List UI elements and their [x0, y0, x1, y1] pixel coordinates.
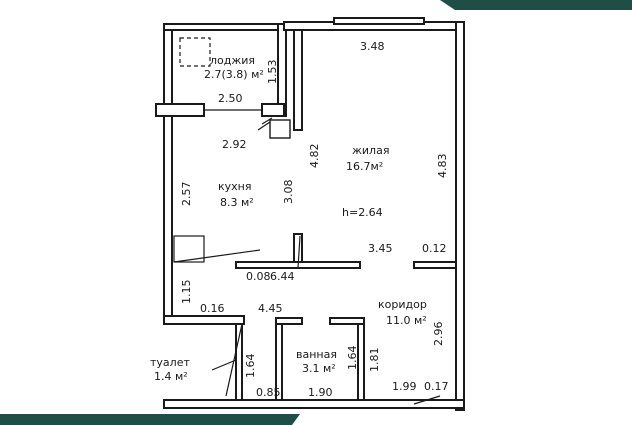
dim-toilet-depth: 1.64: [244, 354, 257, 379]
loggia-left-wall: [163, 23, 173, 117]
kitchen-counter: [173, 235, 261, 263]
living-window: [333, 17, 425, 25]
dim-kitchen-right: 3.08: [282, 180, 295, 205]
bottom-exterior-wall: [163, 399, 465, 409]
dim-toilet-offset: 0.16: [200, 302, 225, 315]
dim-entrance-width: 1.99: [392, 380, 417, 393]
dim-toilet-door: 0.85: [256, 386, 281, 399]
bath-top-wall-left: [275, 317, 303, 325]
kitchen-area: 8.3 м²: [220, 196, 254, 209]
bath-top-wall-right: [329, 317, 365, 325]
dim-loggia-depth: 1.53: [266, 60, 279, 85]
dim-kitchen-top: 2.92: [222, 138, 247, 151]
toilet-leader: [211, 359, 237, 371]
loggia-right-wall: [277, 23, 287, 117]
living-door-swing: [297, 235, 301, 269]
living-area: 16.7м²: [346, 160, 383, 173]
toilet-area: 1.4 м²: [154, 370, 188, 383]
dim-living-right: 4.83: [436, 154, 449, 179]
right-exterior-wall: [455, 21, 465, 411]
loggia-name: лоджия: [210, 54, 255, 67]
toilet-name: туалет: [150, 356, 190, 369]
loggia-fixture: [179, 37, 211, 67]
bathroom-name: ванная: [296, 348, 337, 361]
toilet-door-swing: [225, 323, 243, 397]
walls: [155, 17, 465, 411]
loggia-area: 2.7(3.8) м²: [204, 68, 264, 81]
dim-bath-depth: 1.64: [346, 346, 359, 371]
dim-loggia-width: 2.50: [218, 92, 243, 105]
corridor-area: 11.0 м²: [386, 314, 427, 327]
kitchen-name: кухня: [218, 180, 251, 193]
dim-wall-length: 6.44: [270, 270, 295, 283]
dim-entrance-offset: 0.17: [424, 380, 449, 393]
toilet-top-wall: [163, 315, 245, 325]
top-right-banner: [440, 0, 632, 10]
dim-hall-length: 4.45: [258, 302, 283, 315]
living-corridor-wall-right: [413, 261, 457, 269]
dim-kitchen-left: 2.57: [180, 182, 193, 207]
loggia-top-wall: [163, 23, 285, 31]
dim-partition: 0.08: [246, 270, 271, 283]
left-exterior-wall: [163, 115, 173, 317]
living-kitchen-wall-lower: [293, 233, 303, 263]
corridor-name: коридор: [378, 298, 427, 311]
bottom-left-banner: [0, 414, 300, 425]
loggia-window-left: [155, 103, 205, 117]
dim-top-width: 3.48: [360, 40, 385, 53]
dim-living-bottom: 3.45: [368, 242, 393, 255]
vent-duct-icon: [257, 117, 291, 139]
dim-wall-thickness: 0.12: [422, 242, 447, 255]
bathroom-area: 3.1 м²: [302, 362, 336, 375]
dim-corridor-depth: 2.96: [432, 322, 445, 347]
living-name: жилая: [352, 144, 389, 157]
living-kitchen-wall-upper: [293, 29, 303, 131]
dim-window-height: 1.15: [180, 280, 193, 305]
dim-living-left: 4.82: [308, 144, 321, 169]
dim-bath-width: 1.90: [308, 386, 333, 399]
dim-bath-right-depth: 1.81: [368, 348, 381, 373]
living-height: h=2.64: [342, 206, 383, 219]
entrance-door-swing: [413, 395, 441, 405]
loggia-window-right: [261, 103, 285, 117]
